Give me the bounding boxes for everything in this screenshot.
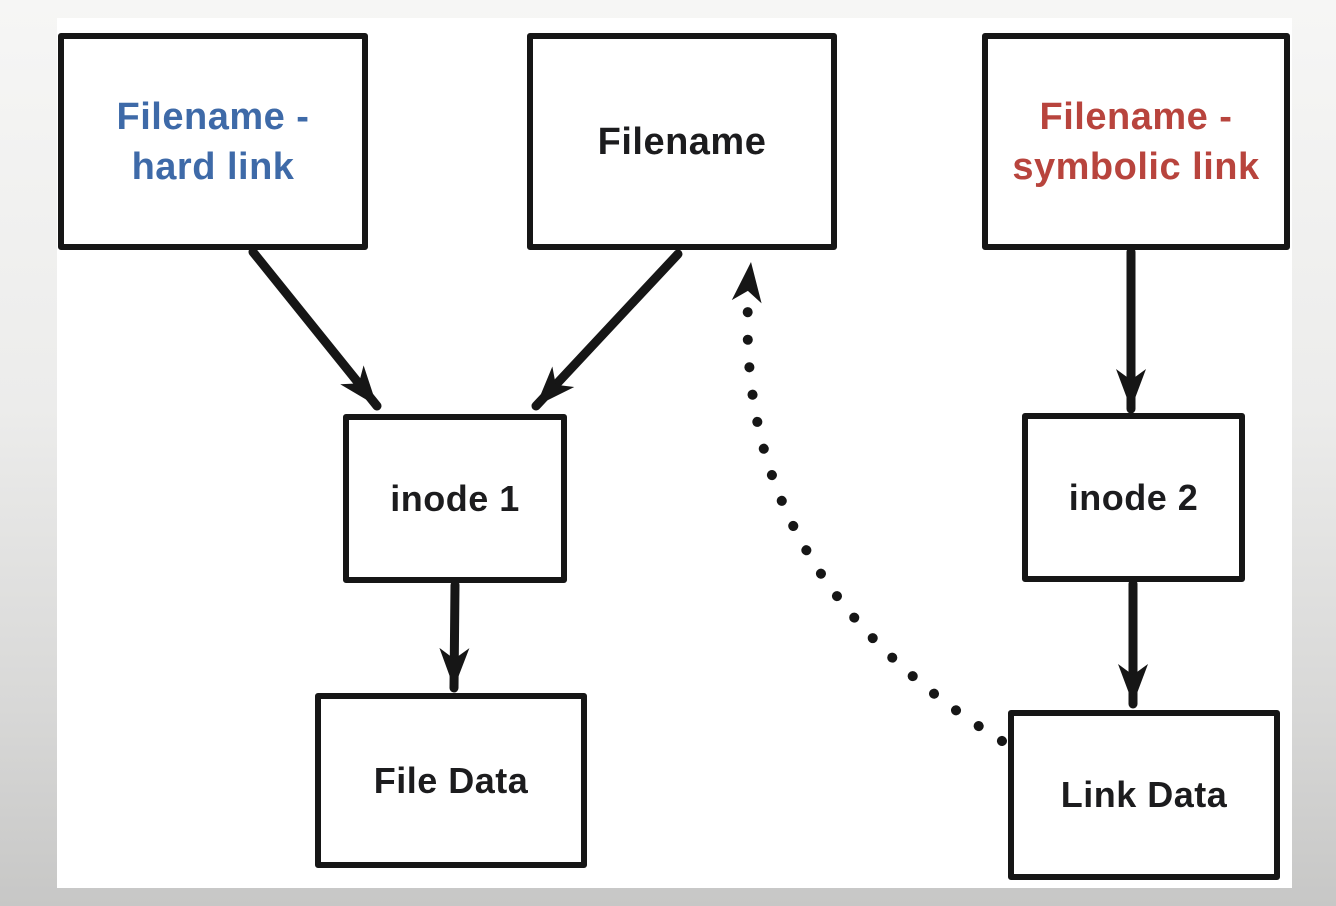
node-label-line: Filename -	[116, 95, 310, 138]
node-label-line: hard link	[131, 145, 295, 188]
node-label: inode 2	[1068, 476, 1199, 518]
node-label: inode 1	[390, 477, 520, 519]
node-filename-symbolic-link: Filename - symbolic link	[982, 33, 1290, 250]
node-inode2: inode 2	[1022, 413, 1245, 582]
node-label: Link Data	[1060, 774, 1228, 815]
node-file-data: File Data	[315, 693, 587, 868]
node-link-data: Link Data	[1008, 710, 1280, 880]
node-filename-hard-link: Filename - hard link	[58, 33, 368, 250]
node-label-line: symbolic link	[1012, 145, 1260, 188]
node-inode1: inode 1	[343, 414, 567, 583]
node-filename: Filename	[527, 33, 837, 250]
node-label: Filename	[597, 120, 767, 163]
node-label-line: Filename -	[1039, 95, 1233, 138]
node-label: File Data	[373, 759, 529, 801]
